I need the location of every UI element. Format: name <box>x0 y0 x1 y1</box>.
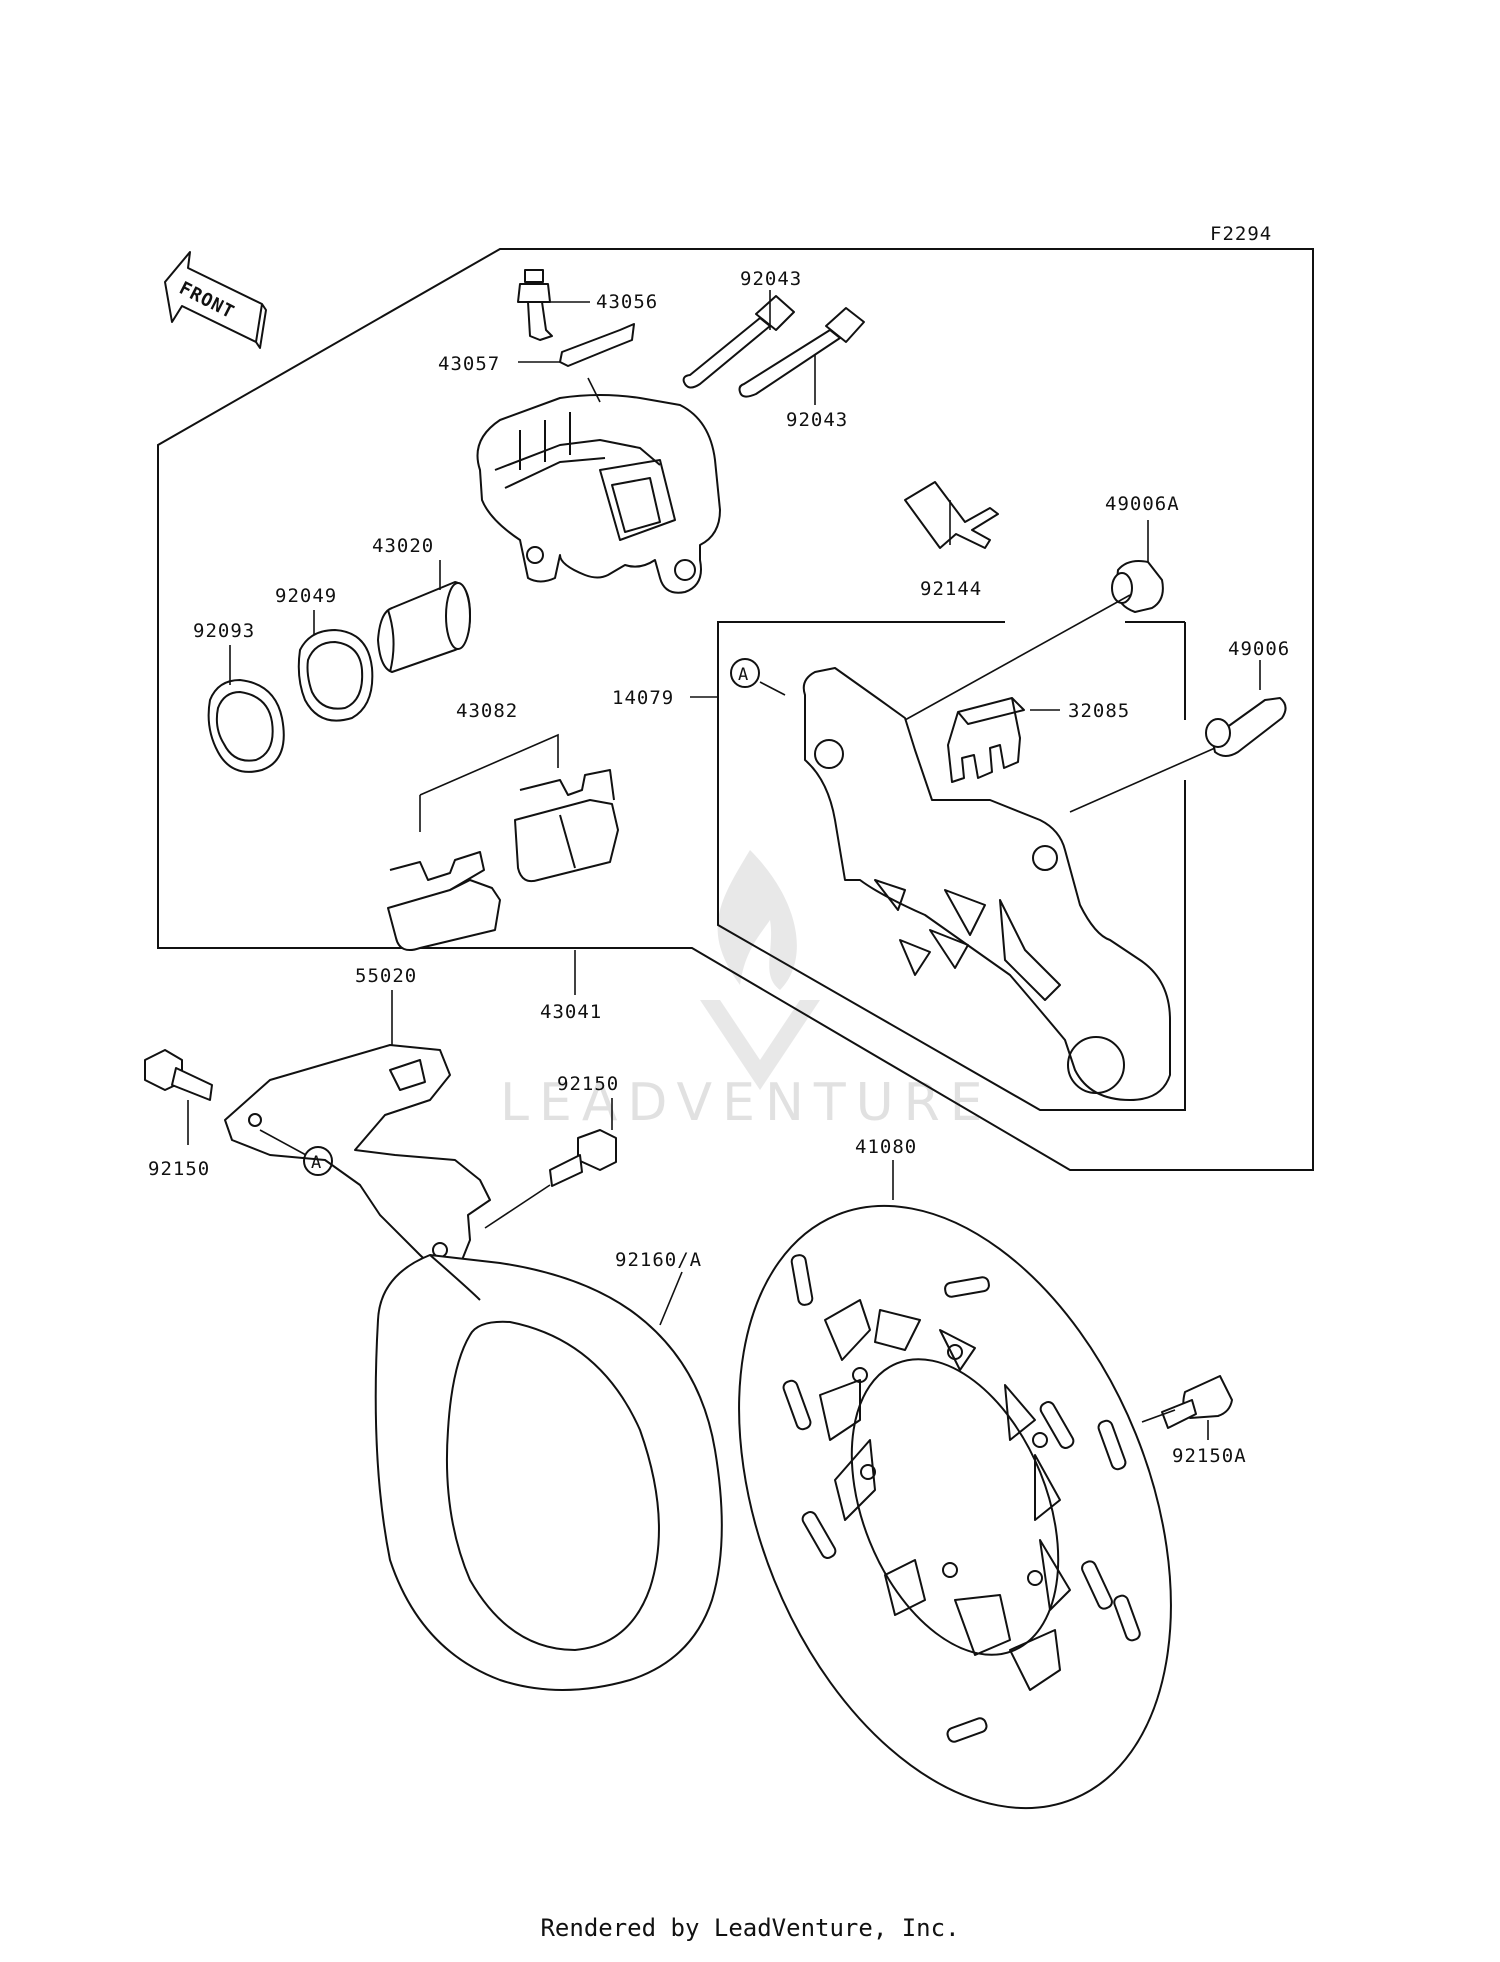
part-label: 43041 <box>540 1001 602 1023</box>
part-label: 43082 <box>456 700 518 722</box>
brake-pad-left <box>387 851 501 951</box>
pin-boot-lower <box>1205 697 1287 757</box>
pad-spring <box>904 481 999 549</box>
disc-guard-ring <box>374 1254 723 1691</box>
bolt-center <box>549 1129 617 1187</box>
watermark-text: LEADVENTURE <box>500 1073 993 1133</box>
part-label: 14079 <box>612 687 674 709</box>
part-label: 43020 <box>372 535 434 557</box>
dust-seal <box>207 679 285 773</box>
figure-code: F2294 <box>1210 223 1272 245</box>
caliper-piston <box>377 581 471 673</box>
part-label: 49006 <box>1228 638 1290 660</box>
bleeder-valve <box>517 269 553 341</box>
disc-screw <box>1161 1375 1233 1429</box>
part-label: 92049 <box>275 585 337 607</box>
ref-mark-a-bracket: A <box>730 658 760 688</box>
brake-pad-right <box>514 769 619 883</box>
caliper-bracket <box>802 667 1171 1101</box>
piston-seal <box>297 629 374 722</box>
bolt-left <box>144 1049 213 1101</box>
leader-lines <box>187 290 1261 1440</box>
part-label: 55020 <box>355 965 417 987</box>
svg-text:A: A <box>311 1153 322 1173</box>
pin-boot-upper <box>1111 560 1164 613</box>
caliper-holder <box>224 1044 491 1270</box>
part-label: 92093 <box>193 620 255 642</box>
watermark-logo: LEADVENTURE <box>500 850 993 1133</box>
part-label: 32085 <box>1068 700 1130 722</box>
part-label: 92150A <box>1172 1445 1247 1467</box>
render-credit: Rendered by LeadVenture, Inc. <box>540 1914 960 1942</box>
pad-shim <box>947 697 1025 783</box>
ref-mark-a-holder: A <box>303 1146 333 1176</box>
part-label: 92150 <box>148 1158 210 1180</box>
front-label: FRONT <box>176 278 238 324</box>
caliper-body <box>476 394 721 594</box>
part-label: 92043 <box>786 409 848 431</box>
svg-text:A: A <box>738 665 749 685</box>
part-label: 92150 <box>557 1073 619 1095</box>
assembly-frame-43041 <box>157 248 1314 1171</box>
brake-disc <box>738 1204 1172 1810</box>
part-label: 43056 <box>596 291 658 313</box>
part-label: 92043 <box>740 268 802 290</box>
part-label: 41080 <box>855 1136 917 1158</box>
slide-pin-lower <box>738 307 865 398</box>
part-label: 49006A <box>1105 493 1180 515</box>
part-label: 92160/A <box>615 1249 702 1271</box>
part-label: 92144 <box>920 578 982 600</box>
bleeder-cap <box>559 323 635 367</box>
assembly-frame-14079 <box>717 621 1186 1111</box>
front-arrow-icon: FRONT <box>164 251 267 349</box>
part-label: 43057 <box>438 353 500 375</box>
